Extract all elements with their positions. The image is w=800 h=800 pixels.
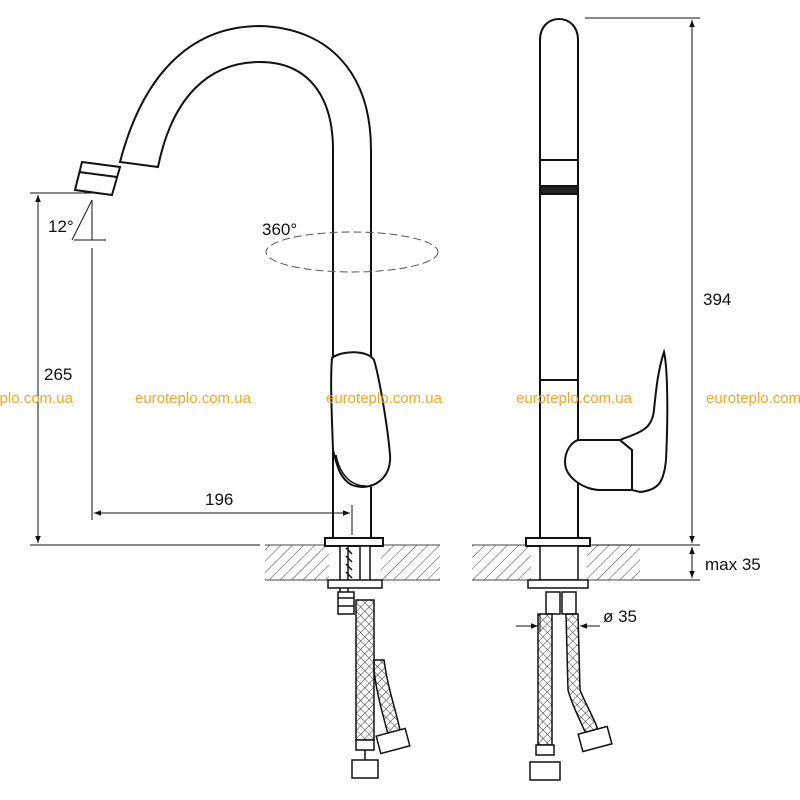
mounting-hardware-left bbox=[327, 545, 383, 615]
dim-spout-reach: 196 bbox=[205, 490, 233, 509]
dim-spout-angle: 12° bbox=[48, 217, 74, 236]
base-flange bbox=[324, 537, 384, 547]
faucet-front-view bbox=[525, 18, 669, 547]
front-spout bbox=[539, 18, 579, 546]
watermark-4: euroteplo.com.ua bbox=[516, 390, 633, 407]
dimension-lines bbox=[30, 17, 700, 632]
watermark-2: euroteplo.com.ua bbox=[135, 390, 252, 407]
hose-left-b bbox=[373, 659, 411, 755]
aerator bbox=[73, 160, 122, 197]
dim-outlet-height: 265 bbox=[44, 365, 72, 384]
countertop-left bbox=[265, 544, 440, 581]
dim-total-height: 394 bbox=[703, 290, 731, 309]
watermark-1: euroteplo.com.ua bbox=[0, 390, 74, 407]
dim-counter-thickness: max 35 bbox=[705, 555, 761, 574]
hose-right-a bbox=[529, 613, 561, 781]
lever-handle bbox=[330, 351, 392, 488]
front-cartridge bbox=[563, 439, 633, 491]
dim-rotation: 360° bbox=[262, 220, 297, 239]
faucet-side-view bbox=[73, 24, 392, 547]
hose-left-a bbox=[351, 599, 379, 779]
dim-hole-diameter: ø 35 bbox=[603, 607, 637, 626]
watermark-3: euroteplo.com.ua bbox=[326, 390, 443, 407]
mounting-hardware-right bbox=[527, 545, 589, 615]
watermark-5: euroteplo.com.ua bbox=[706, 390, 800, 407]
watermark-row: euroteplo.com.ua euroteplo.com.ua eurote… bbox=[0, 390, 800, 407]
front-lever bbox=[618, 348, 669, 494]
hose-right-b bbox=[565, 613, 613, 753]
